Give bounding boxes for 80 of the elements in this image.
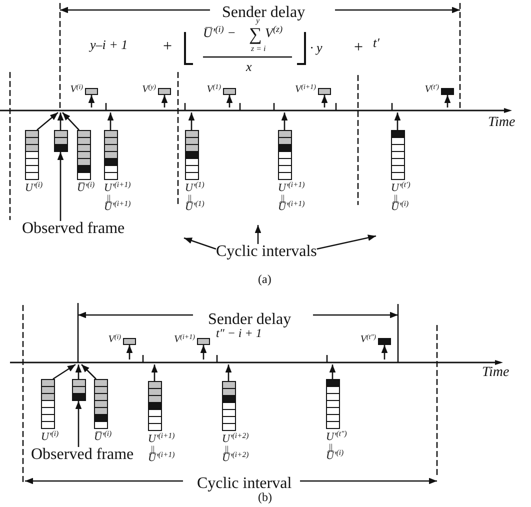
equals-sign: || [188,194,192,202]
frame-label: U̅′$^{(i)}$ [94,432,112,443]
callout-label: Observed frame [22,220,125,237]
formula-term: t′ [373,36,380,48]
panel-label: (b) [258,491,272,503]
arrow [225,364,232,381]
arrow [126,345,133,360]
frame-label: U′$^{(i+1)}$ [278,183,305,194]
symbol-label: V$^{(y)}$ [142,85,156,95]
arrow [444,95,451,108]
arrow [281,112,288,130]
equals-sign: || [151,445,155,454]
frame-label: U̅′$^{(i)}$ [326,451,344,462]
leader-arrow [57,152,64,221]
frame-label: U′$^{(i+2)}$ [222,434,249,445]
axis-label: Time [488,116,516,130]
arrow [188,112,195,130]
formula-term: y–i + 1 [90,38,128,50]
equals-sign: || [329,443,333,452]
sum-limit: y [256,17,260,25]
formula-term: V$^{(z)}$ [265,26,283,38]
arrow [329,364,336,379]
arrow [81,364,96,380]
symbol-label: V$^{(1)}$ [206,85,221,95]
leader-arrow [184,237,216,250]
frame-label: U̅′$^{(i+1)}$ [278,202,305,214]
leader-arrow [254,225,262,244]
symbol-label: V$^{(i+1)}$ [295,85,316,95]
dimension-label: Sender delay [208,312,292,328]
symbol-label: V$^{(i+1)}$ [174,335,195,345]
sum-limit: z = i [251,45,266,53]
frame-label: U′$^{(i+1)}$ [104,183,131,194]
frame-label: U′$^{(i)}$ [41,432,59,443]
equals-sign: || [281,194,285,202]
frame-label: U̅′$^{(i)}$ [391,202,409,214]
frame-label: U̅′$^{(i+1)}$ [104,202,131,214]
symbol-label: V$^{(t″)}$ [360,335,376,345]
equals-sign: || [107,194,111,202]
arrow [75,364,82,379]
callout-label: Cyclic intervals [216,243,317,260]
formula-term: · y [310,40,322,54]
arrow [226,95,233,108]
plus-sign: + [354,40,364,56]
dimension-label: Cyclic interval [197,476,292,492]
frame-label: U̅′$^{(i+2)}$ [222,453,249,464]
arrow [57,112,64,130]
formula-term: x [246,60,252,72]
symbol-label: V$^{(i)}$ [108,335,121,345]
plus-sign: + [163,39,172,55]
frame-label: U̅′$^{(i+1)}$ [148,453,175,464]
frame-label: U̅′$^{(i)}$ [77,183,95,194]
axis-label: Time [482,366,510,380]
formula-term: U̅′$^{(i)}$ − [203,26,236,38]
frame-label: U′$^{(t″)}$ [326,432,347,443]
arrow [321,95,328,108]
arrow [381,345,388,360]
arrow [107,112,114,130]
frame-label: U′$^{(i)}$ [25,183,43,194]
arrow [151,364,158,381]
arrow [200,345,207,360]
arrow [394,112,401,130]
equals-sign: || [225,445,229,454]
leader-arrow [75,401,82,447]
arrow [36,112,58,130]
sum-sign: ∑ [249,25,262,43]
frame-label: U̅′$^{(1)}$ [185,202,204,214]
panel-label: (a) [258,273,272,285]
frame-label: U′$^{(1)}$ [185,183,204,194]
symbol-label: V$^{(t′)}$ [424,85,439,95]
formula-term: t″ − i + 1 [216,327,262,339]
frame-label: U′$^{(t′)}$ [391,183,410,194]
symbol-label: V$^{(i)}$ [70,85,83,95]
leader-arrow [316,234,376,250]
arrow [161,95,168,108]
arrow [62,112,80,130]
frame-label: U′$^{(i+1)}$ [148,434,175,445]
arrow [52,364,76,380]
callout-label: Observed frame [31,446,134,463]
arrow [88,95,95,108]
equals-sign: || [394,194,398,202]
